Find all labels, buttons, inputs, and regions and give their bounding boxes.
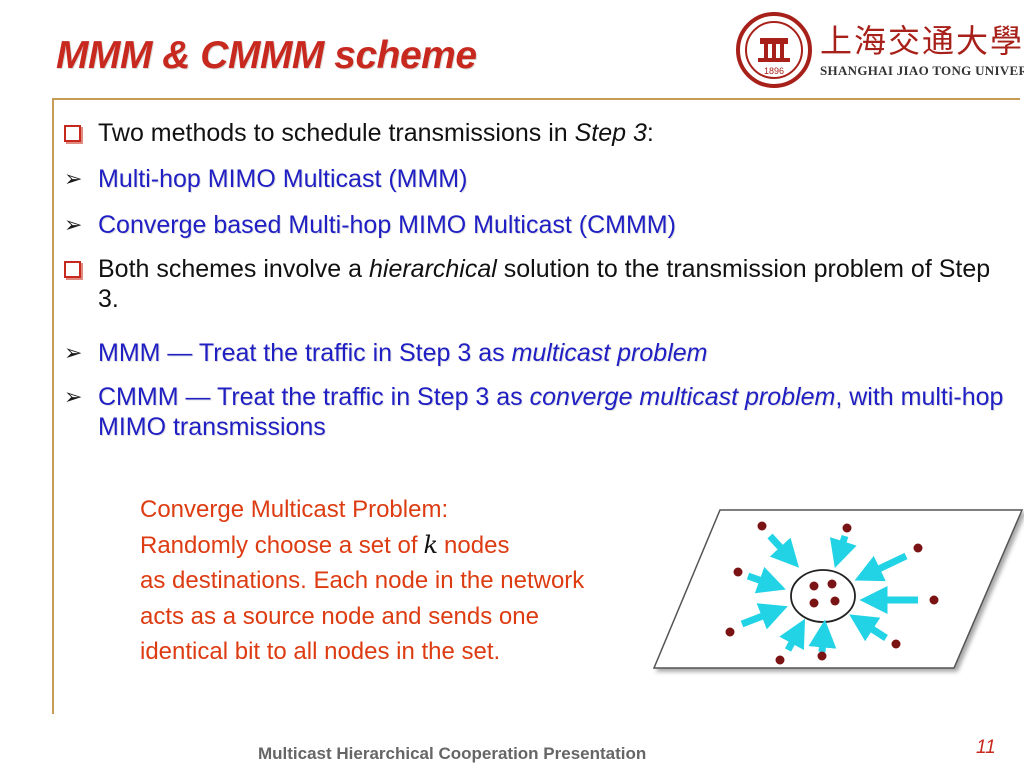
bullet-suffix: , with multi-hop MIMO transmissions: [98, 383, 1004, 441]
bullet-emphasis: converge multicast problem: [529, 383, 836, 411]
page-number: 11: [976, 737, 996, 758]
bullet-emphasis: multicast problem: [511, 339, 708, 367]
arrow: [779, 618, 806, 652]
header-rule: [52, 98, 1020, 100]
arrow: [829, 534, 857, 569]
arrow: [854, 552, 908, 582]
source-nodes: [725, 521, 939, 665]
converge-multicast-diagram: [652, 509, 1024, 669]
bullet-mmm: ➢ Multi-hop MIMO Multicast (MMM): [64, 164, 1004, 194]
bullet-two-methods: Two methods to schedule transmissions in…: [64, 118, 1004, 148]
bullet-text: Both schemes involve a: [98, 255, 369, 283]
bullet-suffix: solution to the transmission problem of …: [98, 255, 991, 313]
arrowhead-bullet-icon: ➢: [64, 166, 83, 191]
network-plane: [652, 509, 1024, 669]
arrow: [767, 533, 800, 568]
bullet-text: CMMM — Treat the traffic in Step 3 as: [98, 383, 530, 411]
university-seal-icon: 1896: [736, 12, 812, 88]
destination-nodes: [809, 579, 840, 608]
left-rule: [52, 98, 54, 714]
logo-chinese-name: 上海交通大學: [820, 22, 1024, 60]
bullet-hierarchical: Both schemes involve a hierarchical solu…: [64, 254, 1004, 314]
arrowhead-bullet-icon: ➢: [64, 212, 83, 237]
arrow: [740, 603, 788, 630]
problem-line: nodes: [444, 531, 510, 559]
bullet-text: MMM — Treat the traffic in Step 3 as: [98, 339, 512, 367]
square-bullet-icon: [64, 118, 92, 149]
bullet-emphasis: Step 3: [574, 119, 647, 147]
problem-heading: Converge Multicast Problem:: [140, 496, 449, 523]
slide-title: MMM & CMMM scheme: [56, 34, 477, 77]
arrow: [808, 619, 837, 653]
university-logo: 1896 上海交通大學 SHANGHAI JIAO TONG UNIVERSIT…: [734, 8, 1024, 98]
arrowhead-bullet-icon: ➢: [64, 384, 83, 409]
problem-line: Randomly choose a set of: [140, 531, 418, 559]
converge-multicast-problem-text: Converge Multicast Problem: Randomly cho…: [140, 492, 640, 670]
arrow: [849, 614, 888, 642]
square-bullet-icon: [64, 254, 92, 285]
bullet-text: Multi-hop MIMO Multicast (MMM): [98, 165, 468, 193]
traffic-arrows: [740, 533, 918, 653]
bullet-text: Converge based Multi-hop MIMO Multicast …: [98, 211, 676, 239]
arrowhead-bullet-icon: ➢: [64, 340, 83, 365]
problem-body: as destinations. Each node in the networ…: [140, 567, 585, 665]
bullet-text: Two methods to schedule transmissions in: [98, 119, 575, 147]
bullet-mmm-treat: ➢ MMM — Treat the traffic in Step 3 as m…: [64, 338, 1004, 368]
arrow: [746, 566, 786, 594]
bullet-suffix: :: [646, 119, 654, 147]
logo-english-name: SHANGHAI JIAO TONG UNIVERSITY: [820, 63, 1024, 78]
bullet-cmmm-treat: ➢ CMMM — Treat the traffic in Step 3 as …: [64, 382, 1004, 442]
seal-year: 1896: [764, 66, 784, 76]
bullet-emphasis: hierarchical: [368, 255, 497, 283]
bullet-cmmm: ➢ Converge based Multi-hop MIMO Multicas…: [64, 210, 1004, 240]
variable-k: k: [423, 530, 439, 559]
footer-text: Multicast Hierarchical Cooperation Prese…: [258, 744, 647, 763]
